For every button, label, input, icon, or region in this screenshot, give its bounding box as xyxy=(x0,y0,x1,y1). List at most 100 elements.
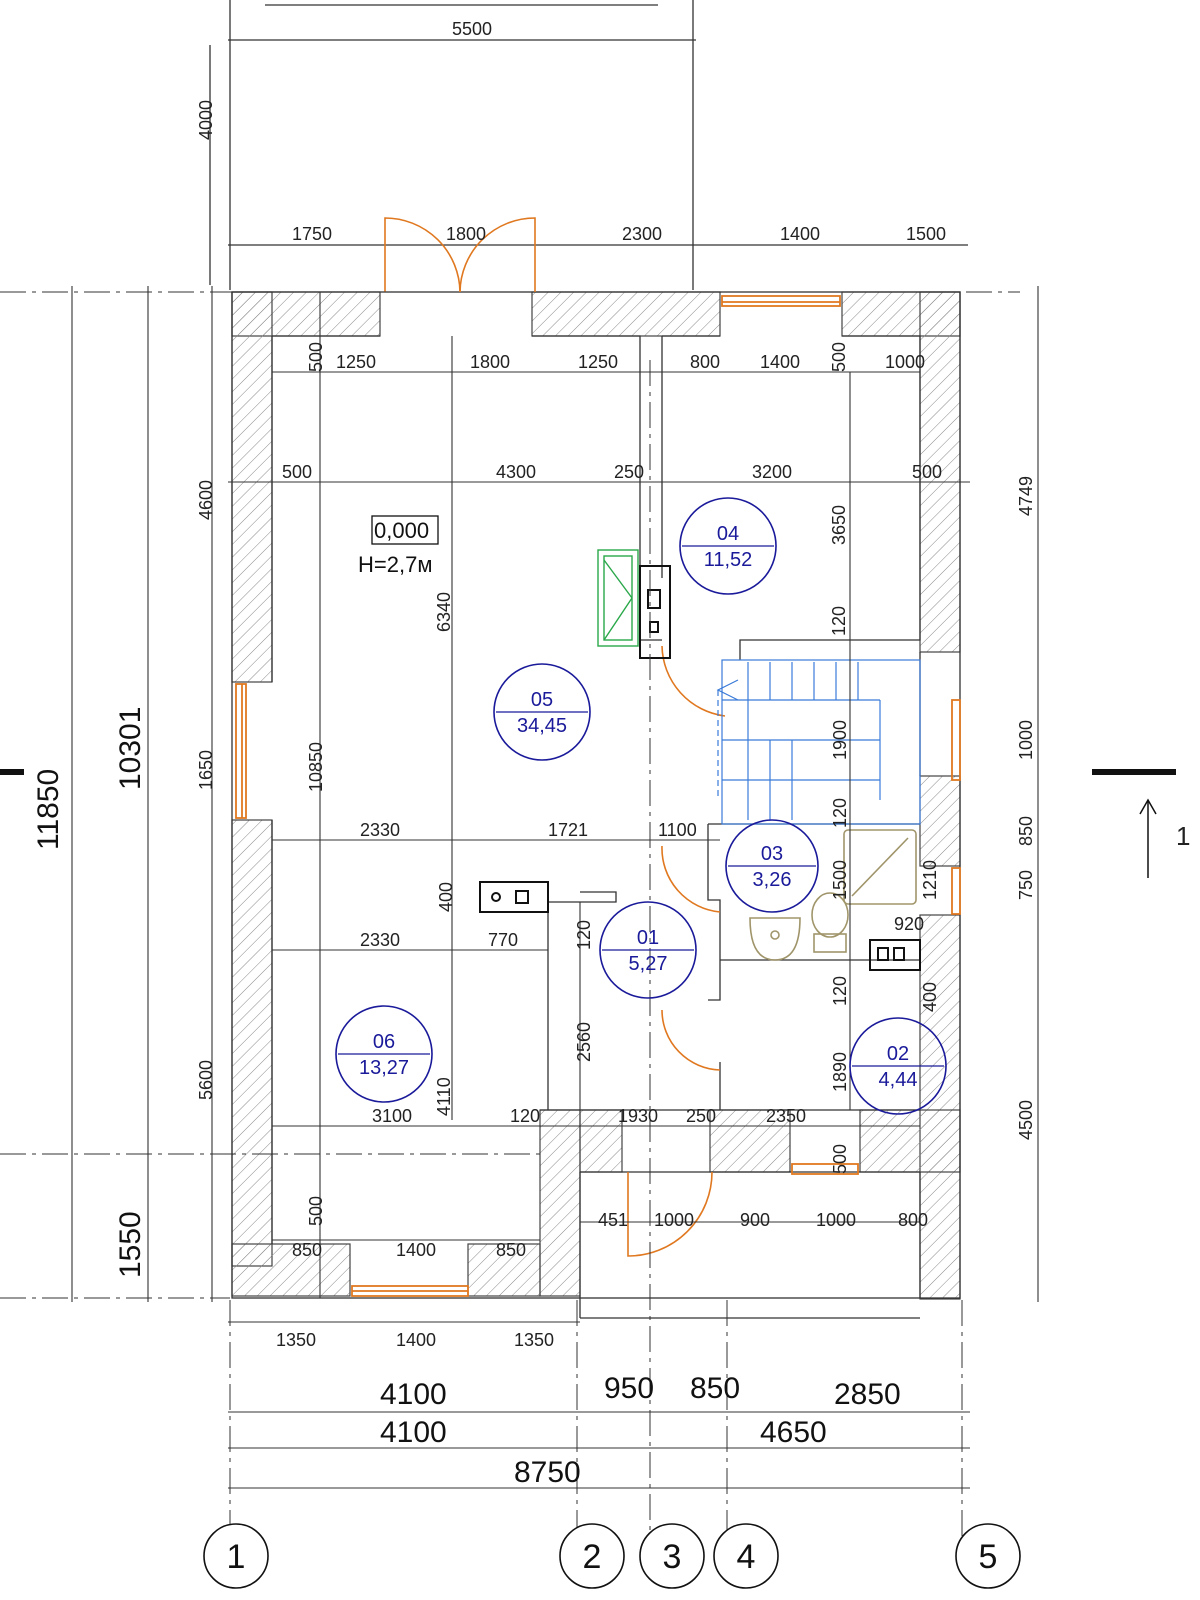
dim-bottom-row1: 850 xyxy=(690,1372,740,1405)
dim-top-row1-b: 1800 xyxy=(446,224,486,244)
dim-inner: 500 xyxy=(306,1196,326,1226)
dim-inner: 120 xyxy=(574,920,594,950)
dim-left-inner: 10301 xyxy=(114,707,147,790)
stairs xyxy=(716,659,921,825)
dimension-lines xyxy=(71,286,1039,1489)
dim-inner: 250 xyxy=(686,1106,716,1126)
dim-inner: 120 xyxy=(829,606,849,636)
axis-bubble-2: 2 xyxy=(559,1523,625,1589)
stove xyxy=(597,549,639,647)
dim-inner: 120 xyxy=(830,798,850,828)
canopy-outline xyxy=(209,0,968,290)
dim-right: 850 xyxy=(1016,816,1036,846)
dim-inner: 500 xyxy=(282,462,312,482)
room-number: 06 xyxy=(373,1031,395,1053)
dim-inner: 1400 xyxy=(760,352,800,372)
axis-label: 3 xyxy=(663,1538,682,1576)
dim-canopy-depth: 4000 xyxy=(196,100,216,140)
dim-inner: 1100 xyxy=(658,820,697,840)
dim-left-seg: 5600 xyxy=(196,1060,216,1100)
dim-inner: 800 xyxy=(898,1210,928,1230)
dim-inner: 1250 xyxy=(336,352,376,372)
room-tag-02: 02 4,44 xyxy=(849,1017,947,1115)
room-area: 11,52 xyxy=(704,549,753,571)
room-number: 03 xyxy=(761,843,783,865)
dim-inner: 250 xyxy=(614,462,644,482)
dim-bottom-total: 8750 xyxy=(514,1456,581,1489)
dim-inner: 500 xyxy=(912,462,942,482)
elevation-height: H=2,7м xyxy=(358,552,432,577)
dim-inner: 1000 xyxy=(885,352,925,372)
chimney xyxy=(639,565,671,659)
dim-inner: 500 xyxy=(830,1144,850,1174)
dim-inner: 400 xyxy=(436,882,456,912)
sanitary-fixtures xyxy=(749,829,917,961)
room-number: 04 xyxy=(717,523,739,545)
elevation-level: 0,000 xyxy=(374,518,429,543)
door-room02 xyxy=(661,1009,721,1071)
dim-inner: 1900 xyxy=(830,720,850,760)
dim-inner: 1930 xyxy=(618,1106,658,1126)
dim-top-partial-left: 2500 xyxy=(350,0,390,4)
dim-inner: 1000 xyxy=(816,1210,856,1230)
dim-inner: 500 xyxy=(306,342,326,372)
axis-label: 2 xyxy=(583,1538,602,1576)
door-terrace-left xyxy=(384,217,461,293)
dim-inner: 500 xyxy=(829,342,849,372)
room-tag-03: 03 3,26 xyxy=(725,819,819,913)
dim-south: 1400 xyxy=(396,1330,436,1350)
dim-top-row1-a: 1750 xyxy=(292,224,332,244)
dim-inner: 1890 xyxy=(830,1052,850,1092)
room-tag-05: 05 34,45 xyxy=(493,663,591,761)
room-number: 02 xyxy=(887,1043,909,1065)
dim-inner: 770 xyxy=(488,930,518,950)
dim-inner: 850 xyxy=(292,1240,322,1260)
room-area: 13,27 xyxy=(359,1057,409,1079)
dim-right: 1000 xyxy=(1016,720,1036,760)
section-mark-right xyxy=(1092,769,1176,878)
shower-tray xyxy=(843,829,917,905)
room-tag-01: 01 5,27 xyxy=(599,901,697,999)
dim-inner: 1250 xyxy=(578,352,618,372)
dim-inner: 2350 xyxy=(766,1106,806,1126)
dim-inner: 1400 xyxy=(396,1240,436,1260)
window-west xyxy=(235,683,247,819)
chimney-duct xyxy=(479,881,921,971)
window-east-bath xyxy=(951,867,961,915)
room-area: 3,26 xyxy=(753,869,792,891)
dim-top-row1-d: 1400 xyxy=(780,224,820,244)
dim-inner: 6340 xyxy=(434,592,454,632)
dim-inner: 451 xyxy=(598,1210,628,1230)
dim-inner: 3650 xyxy=(829,505,849,545)
dim-left-porch: 1550 xyxy=(114,1211,147,1278)
axis-bubble-1: 1 xyxy=(203,1523,269,1589)
room-tag-06: 06 13,27 xyxy=(335,1005,433,1103)
dim-inner: 2330 xyxy=(360,930,400,950)
dim-bottom-row1: 4100 xyxy=(380,1378,447,1411)
dim-bottom-row2: 4650 xyxy=(760,1416,827,1449)
door-terrace-right xyxy=(459,217,536,293)
dim-top-row1-c: 2300 xyxy=(622,224,662,244)
dim-inner: 3200 xyxy=(752,462,792,482)
dim-inner: 1800 xyxy=(470,352,510,372)
windows xyxy=(235,295,961,1297)
dim-south: 1350 xyxy=(514,1330,554,1350)
room-area: 34,45 xyxy=(517,715,567,737)
dim-inner: 2330 xyxy=(360,820,400,840)
washbasin xyxy=(749,917,801,961)
dim-inner: 2560 xyxy=(574,1022,594,1062)
dim-inner: 800 xyxy=(690,352,720,372)
dim-canopy-width: 5500 xyxy=(452,19,492,39)
elevation-box xyxy=(371,515,439,545)
dim-bottom-row1: 2850 xyxy=(834,1378,901,1411)
axis-label: 4 xyxy=(737,1538,756,1576)
dim-inner: 400 xyxy=(920,982,940,1012)
door-entrance xyxy=(627,1171,713,1257)
axis-label: 5 xyxy=(979,1538,998,1576)
window-east-stair xyxy=(951,699,961,781)
dim-left-seg: 4600 xyxy=(196,480,216,520)
room-tag-04: 04 11,52 xyxy=(679,497,777,595)
toilet xyxy=(811,892,849,938)
room-number: 05 xyxy=(531,689,553,711)
dim-right: 4500 xyxy=(1016,1100,1036,1140)
